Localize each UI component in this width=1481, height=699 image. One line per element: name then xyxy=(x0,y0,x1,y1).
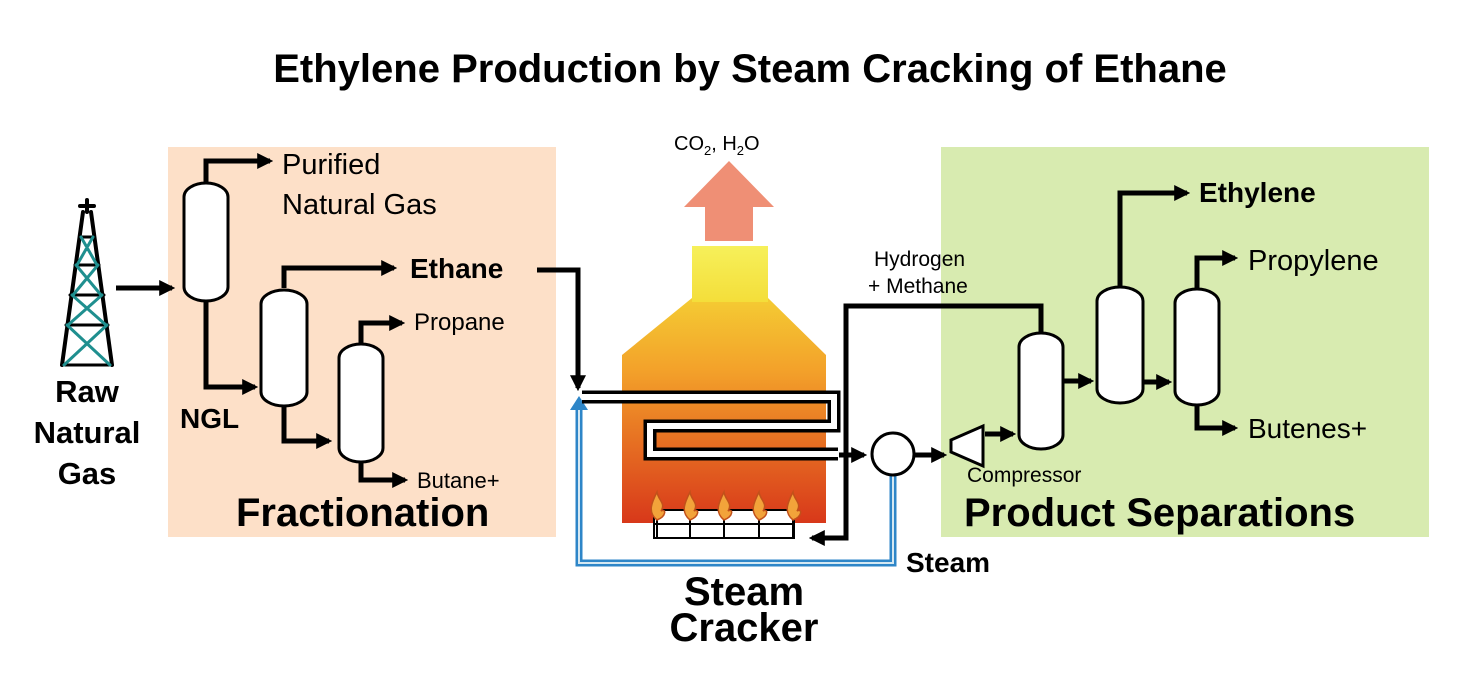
hydrogen-label-1: Hydrogen xyxy=(874,248,965,271)
raw-natural-gas-label-2: Natural xyxy=(34,415,141,450)
purified-label-1: Purified xyxy=(282,149,380,181)
exhaust-label: CO2, H2O xyxy=(674,133,760,158)
fractionation-title: Fractionation xyxy=(236,491,489,535)
butenes-line xyxy=(1194,405,1239,437)
propylene-line xyxy=(1194,249,1239,289)
steam-label: Steam xyxy=(906,547,990,578)
propylene-label: Propylene xyxy=(1248,245,1379,277)
oil-derrick-icon xyxy=(60,198,114,367)
column-1 xyxy=(182,181,230,303)
purified-gas-line xyxy=(203,152,274,183)
depropanizer-column xyxy=(1173,287,1221,407)
diagram-title: Ethylene Production by Steam Cracking of… xyxy=(273,47,1227,91)
butane-line xyxy=(358,460,409,489)
flame-icons xyxy=(650,489,802,521)
quench-exchanger xyxy=(870,431,916,477)
ngl-line xyxy=(203,300,259,396)
fuel-return-line xyxy=(808,452,849,547)
furnace-stack xyxy=(692,246,768,302)
separations-title: Product Separations xyxy=(964,491,1355,535)
steam-cracker-title-1: Steam xyxy=(684,570,804,614)
raw-natural-gas-label-1: Raw xyxy=(55,374,120,409)
propane-line xyxy=(358,314,406,344)
propane-label: Propane xyxy=(414,309,505,336)
deethanizer-column xyxy=(1095,285,1145,405)
column-2 xyxy=(259,288,309,408)
exhaust-arrow xyxy=(684,161,774,241)
butane-label: Butane+ xyxy=(417,468,500,493)
column2-bottom-line xyxy=(281,405,333,450)
butenes-label: Butenes+ xyxy=(1248,413,1367,444)
compressor-label: Compressor xyxy=(967,464,1081,487)
demethanizer-column xyxy=(1017,331,1065,451)
ethane-label: Ethane xyxy=(410,253,503,284)
steam-cracker-title-2: Cracker xyxy=(669,606,818,650)
ethylene-label: Ethylene xyxy=(1199,177,1316,208)
compressor-icon xyxy=(949,423,985,469)
ethane-line xyxy=(281,259,398,288)
ngl-label: NGL xyxy=(180,403,239,434)
raw-natural-gas-label-3: Gas xyxy=(58,456,117,491)
hydrogen-methane-line xyxy=(843,303,1044,452)
ethylene-line xyxy=(1117,184,1191,287)
ethane-to-furnace-line xyxy=(537,267,587,392)
column-3 xyxy=(337,342,385,464)
purified-label-2: Natural Gas xyxy=(282,189,437,221)
hydrogen-label-2: + Methane xyxy=(868,275,968,298)
